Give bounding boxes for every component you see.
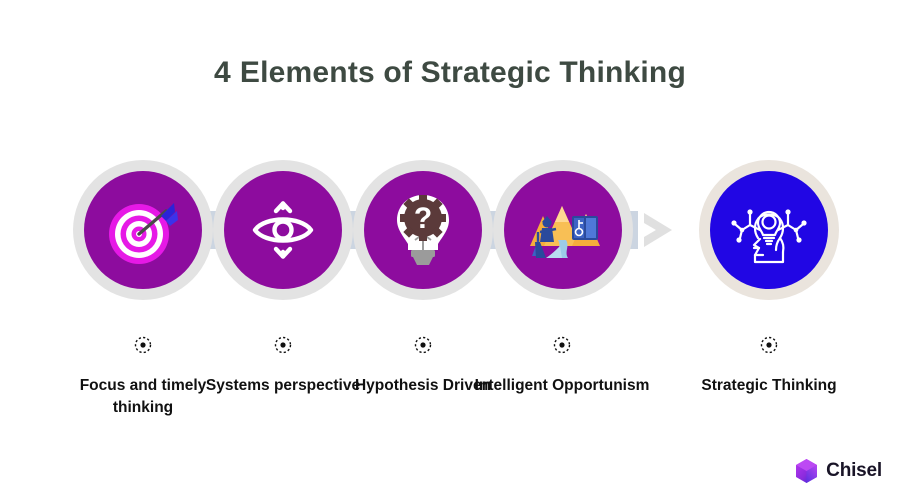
steps-row: ?: [0, 160, 900, 302]
circle-disc: [504, 171, 622, 289]
svg-text:?: ?: [414, 202, 432, 235]
explorer-mountains-icon: [530, 206, 600, 258]
circle-disc: ?: [364, 171, 482, 289]
step-label-strategic-thinking: Strategic Thinking: [701, 377, 837, 394]
eye-vision-icon: [252, 201, 314, 259]
step-label-systems-perspective: Systems perspective: [205, 377, 361, 394]
lightbulb-gear-question-icon: ?: [397, 195, 449, 265]
chevron-right-arrow: [638, 205, 678, 255]
chisel-logo-text: Chisel: [826, 460, 882, 481]
chisel-hexagon-logo: [796, 459, 818, 483]
step-circle-systems-perspective[interactable]: [213, 160, 353, 300]
dotted-circle-marker: [273, 335, 293, 355]
step-label-intelligent-opportunism: Intelligent Opportunism: [474, 377, 650, 394]
circle-disc-highlight: [710, 171, 828, 289]
target-dart-icon: [109, 203, 178, 264]
dotted-circle-marker: [759, 335, 779, 355]
dotted-circle-marker: [552, 335, 572, 355]
step-label-focus-and-timely-thinking: Focus and timely thinking: [79, 377, 207, 416]
title-text: Elements of Strategic Thinking: [239, 56, 686, 89]
title-number: 4: [214, 56, 231, 89]
circle-disc: [224, 171, 342, 289]
dotted-circle-marker: [133, 335, 153, 355]
dotted-circle-marker: [413, 335, 433, 355]
step-label-hypothesis-driven: Hypothesis Driven: [354, 377, 492, 394]
head-lightbulb-network-icon: [731, 209, 807, 264]
chisel-branding[interactable]: Chisel: [794, 458, 882, 484]
step-circle-hypothesis-driven[interactable]: ?: [353, 160, 493, 300]
step-circle-intelligent-opportunism[interactable]: [493, 160, 633, 300]
step-circle-focus-and-timely-thinking[interactable]: [73, 160, 213, 300]
circle-disc: [84, 171, 202, 289]
step-circle-strategic-thinking[interactable]: [699, 160, 839, 300]
